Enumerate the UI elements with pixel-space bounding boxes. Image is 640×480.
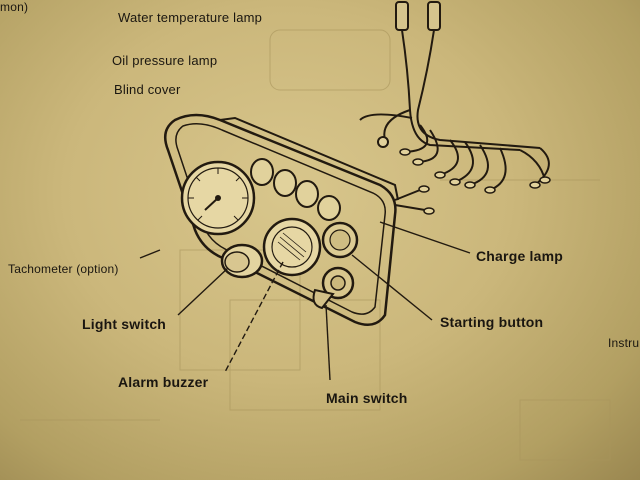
label-light-switch: Light switch (82, 316, 167, 332)
blind-cover-lamp (295, 180, 319, 208)
tachometer-gauge (180, 160, 256, 236)
light-switch (220, 243, 264, 279)
starting-button (321, 221, 359, 259)
label-main-switch: Main switch (326, 390, 408, 406)
label-charge-lamp: Charge lamp (476, 248, 563, 264)
wiring-harness (359, 1, 551, 215)
leader-lines (139, 221, 471, 381)
panel-housing (163, 113, 399, 327)
label-blind-cover: Blind cover (114, 82, 181, 97)
charge-lamp (317, 195, 341, 221)
label-starting-button: Starting button (440, 314, 544, 330)
right-edge-fragment: Instru (608, 336, 640, 350)
water-temp-lamp (250, 158, 274, 186)
oil-pressure-lamp (273, 169, 297, 197)
label-alarm-buzzer: Alarm buzzer (118, 374, 209, 390)
main-switch (312, 266, 355, 310)
alarm-buzzer (262, 217, 322, 277)
label-oil-pressure-lamp: Oil pressure lamp (112, 53, 218, 68)
label-tachometer: Tachometer (option) (8, 262, 119, 276)
top-left-fragment: mon) (0, 0, 29, 14)
label-water-temperature-lamp: Water temperature lamp (118, 10, 263, 25)
indicator-lamps (250, 158, 341, 221)
